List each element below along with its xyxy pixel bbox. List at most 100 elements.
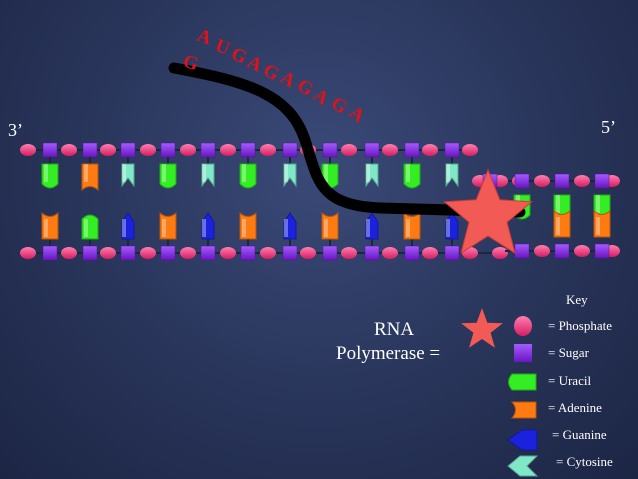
uracil-highlight <box>406 164 410 182</box>
adenine-shape <box>553 209 571 238</box>
bottom-phosphate <box>140 247 156 259</box>
adenine-shape <box>41 211 59 240</box>
key-cytosine-icon <box>507 455 539 477</box>
right-top-sugar <box>594 173 610 189</box>
top-cytosine-base <box>201 163 215 188</box>
top-sugar <box>240 142 256 158</box>
guanine-shape <box>283 212 297 240</box>
adenine-shape <box>321 211 339 240</box>
adenine-highlight <box>44 219 48 237</box>
bottom-phosphate <box>341 247 357 259</box>
top-sugar <box>322 142 338 158</box>
top-phosphate <box>220 144 236 156</box>
dna-backbones <box>20 142 508 261</box>
right-bottom-sugar <box>514 243 530 259</box>
adenine-highlight <box>242 219 246 237</box>
key-label-cytosine: = Cytosine <box>556 454 613 469</box>
bottom-adenine-base <box>159 211 177 240</box>
guanine-highlight <box>122 219 126 237</box>
rna-label-line1: RNA <box>374 319 415 340</box>
top-phosphate <box>260 144 276 156</box>
key-adenine-icon <box>510 401 537 419</box>
uracil-highlight <box>596 195 600 213</box>
rna-polymerase-label: RNA Polymerase = <box>336 318 486 366</box>
guanine-shape <box>365 212 379 240</box>
rna-label-line2: Polymerase = <box>336 343 441 364</box>
bottom-phosphate <box>180 247 196 259</box>
right-bottom-sugar <box>594 243 610 259</box>
top-uracil-base <box>239 163 257 189</box>
uracil-shape <box>41 163 59 189</box>
key-label-guanine: = Guanine <box>552 427 607 442</box>
unwound-right-segment <box>472 173 620 259</box>
cytosine-shape <box>201 163 215 188</box>
top-sugar <box>120 142 136 158</box>
right-bottom-adenine-base <box>593 209 611 238</box>
key-title: Key <box>566 292 588 307</box>
uracil-highlight <box>84 219 88 237</box>
bottom-sugar <box>82 245 98 261</box>
cytosine-shape <box>121 163 135 188</box>
uracil-highlight <box>324 164 328 182</box>
top-phosphate <box>382 144 398 156</box>
cytosine-highlight <box>446 164 450 182</box>
top-sugar <box>82 142 98 158</box>
guanine-highlight <box>446 219 450 237</box>
bottom-phosphate <box>220 247 236 259</box>
bottom-sugar <box>200 245 216 261</box>
guanine-highlight <box>202 219 206 237</box>
uracil-shape <box>81 214 99 240</box>
adenine-shape <box>239 211 257 240</box>
adenine-shape <box>593 209 611 238</box>
uracil-highlight <box>556 195 560 213</box>
top-sugar <box>200 142 216 158</box>
bottom-sugar <box>240 245 256 261</box>
bottom-phosphate <box>260 247 276 259</box>
top-cytosine-base <box>445 163 459 188</box>
rna-strand <box>168 62 526 218</box>
bottom-guanine-base <box>445 212 459 240</box>
right-bottom-phosphate <box>574 245 590 257</box>
bottom-sugar <box>322 245 338 261</box>
cytosine-shape <box>283 163 297 188</box>
top-uracil-base <box>41 163 59 189</box>
top-sugar <box>444 142 460 158</box>
rna-letter: G <box>180 51 201 76</box>
right-top-phosphate <box>534 175 550 187</box>
uracil-shape <box>159 163 177 189</box>
bottom-uracil-base <box>81 214 99 240</box>
right-top-sugar <box>514 173 530 189</box>
nucleotide-bases <box>41 157 459 246</box>
right-bottom-sugar <box>554 243 570 259</box>
top-sugar <box>364 142 380 158</box>
bottom-phosphate <box>382 247 398 259</box>
bottom-sugar <box>404 245 420 261</box>
adenine-highlight <box>162 219 166 237</box>
top-phosphate <box>180 144 196 156</box>
top-cytosine-base <box>121 163 135 188</box>
top-sugar <box>42 142 58 158</box>
cytosine-shape <box>365 163 379 188</box>
key-phosphate-icon <box>514 316 532 336</box>
top-phosphate <box>61 144 77 156</box>
bottom-sugar <box>160 245 176 261</box>
cytosine-highlight <box>202 164 206 182</box>
guanine-highlight <box>366 219 370 237</box>
bottom-sugar <box>120 245 136 261</box>
uracil-highlight <box>162 164 166 182</box>
key-icons <box>507 316 539 477</box>
top-sugar <box>282 142 298 158</box>
uracil-highlight <box>242 164 246 182</box>
guanine-shape <box>201 212 215 240</box>
bottom-adenine-base <box>239 211 257 240</box>
adenine-highlight <box>406 219 410 237</box>
right-bottom-adenine-base <box>553 209 571 238</box>
key-sugar-icon <box>514 344 532 362</box>
guanine-shape <box>121 212 135 240</box>
bottom-phosphate <box>422 247 438 259</box>
bottom-sugar <box>282 245 298 261</box>
top-uracil-base <box>403 163 421 189</box>
key-label-phosphate: = Phosphate <box>548 318 613 333</box>
guanine-shape <box>445 212 459 240</box>
